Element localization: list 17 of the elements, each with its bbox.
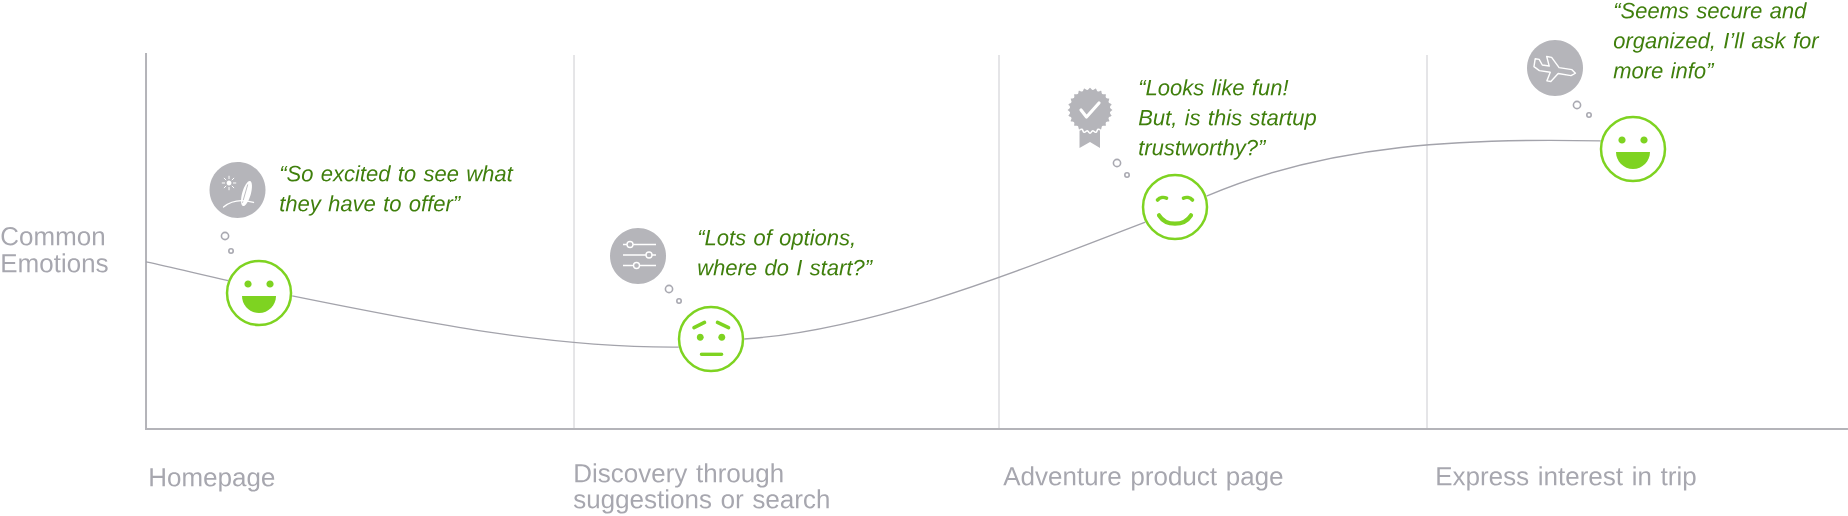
stage-label: Adventure product page (1003, 466, 1283, 491)
emotion-curve (743, 221, 1147, 340)
emotion-curve (291, 295, 680, 348)
smiling-face (1141, 173, 1209, 241)
quote-text: “Looks like fun! But, is this startup trustworthy?” (1138, 79, 1316, 160)
emotion-curve (145, 261, 229, 282)
quote-text: “So excited to see what they have to offer” (280, 165, 514, 216)
grinning-face (225, 259, 293, 327)
emotion-curve (1205, 139, 1602, 197)
stage-label: Express interest in trip (1437, 466, 1696, 491)
stage-label: Homepage (150, 468, 275, 492)
quote-text: “Seems secure and organized, I’ll ask for more info” (1613, 2, 1820, 79)
worried-face (677, 305, 745, 373)
grinning-face (1599, 115, 1667, 183)
stage-label: Discovery through suggestions or search (573, 463, 829, 514)
axis-title: Common Emotions (1, 227, 108, 273)
quote-text: “Lots of options, where do I start?” (698, 229, 873, 276)
